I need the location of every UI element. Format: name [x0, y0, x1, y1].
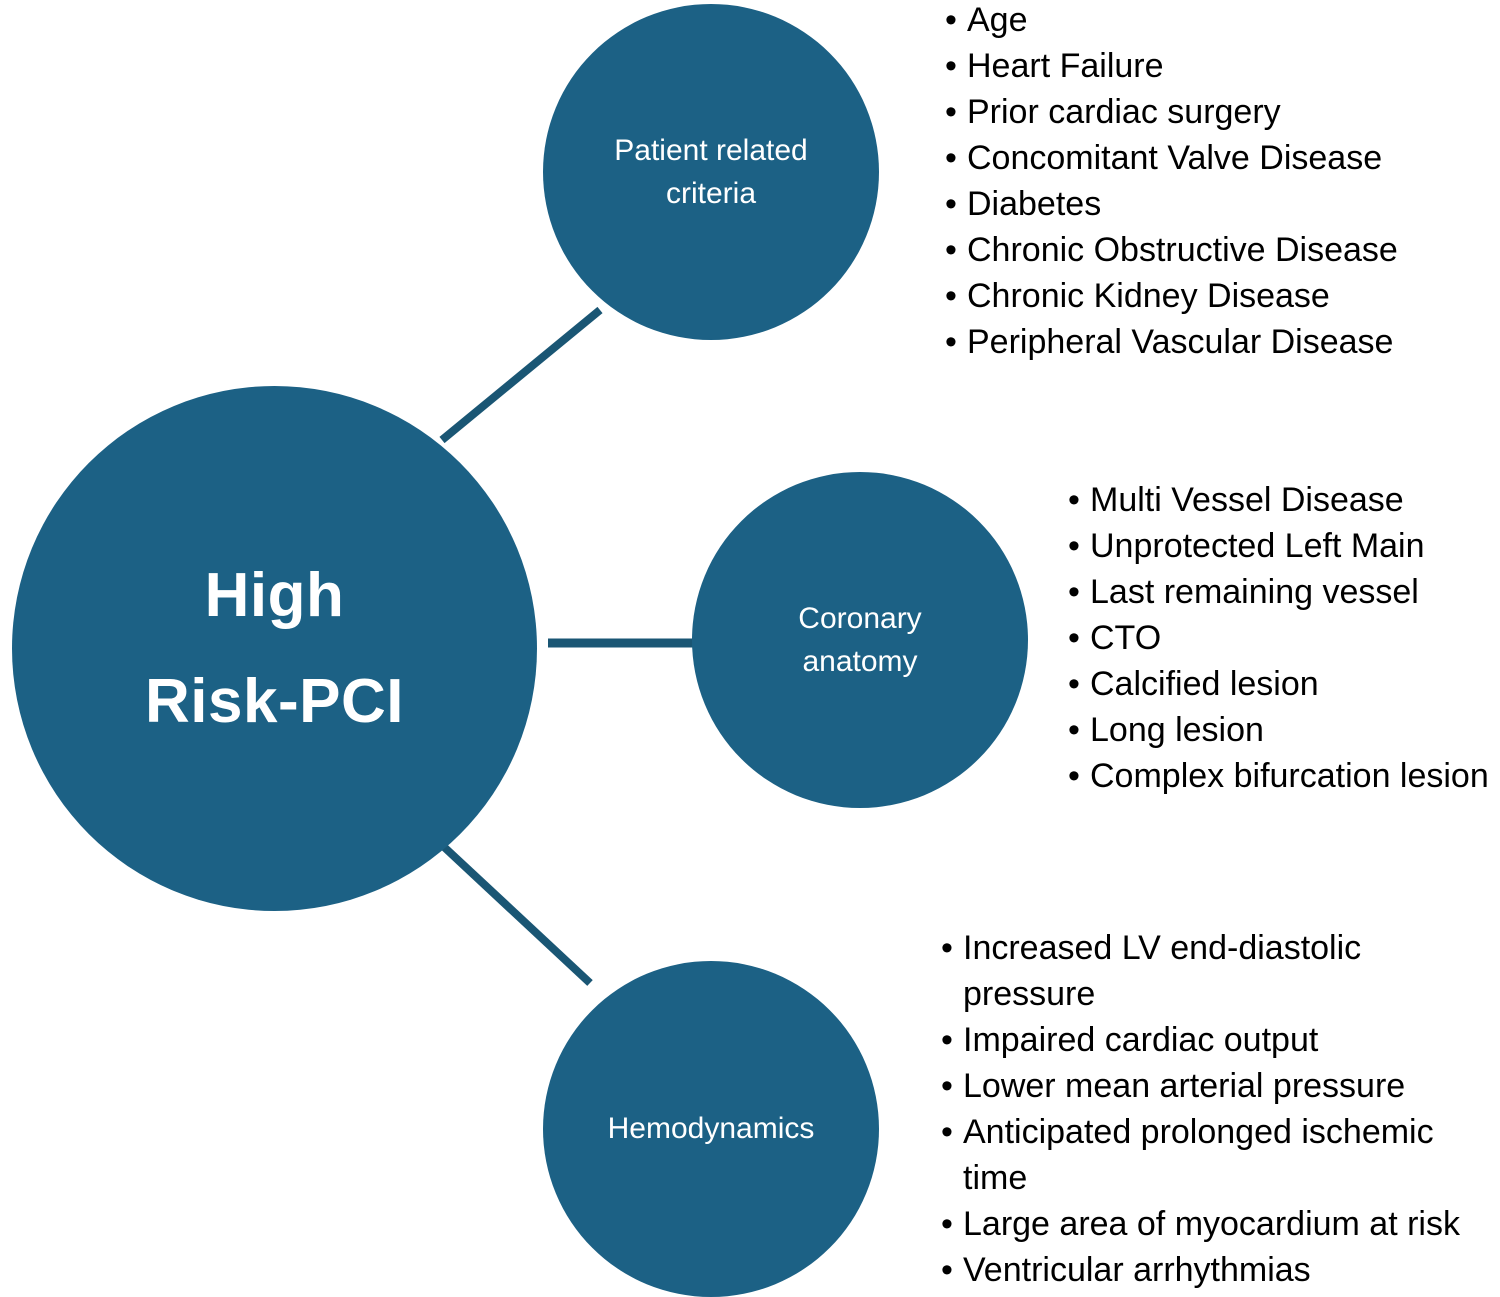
branch-node-label: Coronary anatomy — [798, 601, 922, 679]
list-item: Age — [945, 0, 1490, 43]
list-item: Prior cardiac surgery — [945, 89, 1490, 135]
branch-node-coronary-anatomy[interactable]: Coronary anatomy — [692, 472, 1028, 808]
list-item: Large area of myocardium at risk — [941, 1201, 1486, 1247]
list-item: Heart Failure — [945, 43, 1490, 89]
list-item: CTO — [1068, 615, 1500, 661]
list-item: Chronic Kidney Disease — [945, 273, 1490, 319]
connector-center-to-patient — [439, 306, 603, 444]
list-item: Chronic Obstructive Disease — [945, 227, 1490, 273]
list-item: Impaired cardiac output — [941, 1017, 1486, 1063]
branch-node-label: Hemodynamics — [607, 1112, 815, 1146]
list-item: Lower mean arterial pressure — [941, 1063, 1486, 1109]
central-node-high-risk-pci[interactable]: High Risk-PCI — [12, 386, 537, 911]
list-item: Increased LV end-diastolic pressure — [941, 925, 1486, 1017]
list-item: Anticipated prolonged ischemic time — [941, 1109, 1486, 1201]
list-item: Ventricular arrhythmias — [941, 1247, 1486, 1293]
connector-center-to-hemodynamics — [440, 843, 593, 986]
list-item: Last remaining vessel — [1068, 569, 1500, 615]
branch-node-patient-related-criteria[interactable]: Patient related criteria — [543, 4, 879, 340]
list-item: Concomitant Valve Disease — [945, 135, 1490, 181]
branch-node-label: Patient related criteria — [614, 133, 808, 211]
central-node-label: High Risk-PCI — [145, 561, 404, 736]
list-item: Peripheral Vascular Disease — [945, 319, 1490, 365]
branch-node-hemodynamics[interactable]: Hemodynamics — [543, 961, 879, 1297]
bullet-list-coronary-anatomy: Multi Vessel DiseaseUnprotected Left Mai… — [1068, 477, 1500, 799]
bullet-list-hemodynamics: Increased LV end-diastolic pressureImpai… — [941, 925, 1486, 1293]
list-item: Diabetes — [945, 181, 1490, 227]
bullet-list-patient-related-criteria: AgeHeart FailurePrior cardiac surgeryCon… — [945, 0, 1490, 365]
list-item: Long lesion — [1068, 707, 1500, 753]
list-item: Unprotected Left Main — [1068, 523, 1500, 569]
list-item: Multi Vessel Disease — [1068, 477, 1500, 523]
list-item: Calcified lesion — [1068, 661, 1500, 707]
list-item: Complex bifurcation lesion — [1068, 753, 1500, 799]
